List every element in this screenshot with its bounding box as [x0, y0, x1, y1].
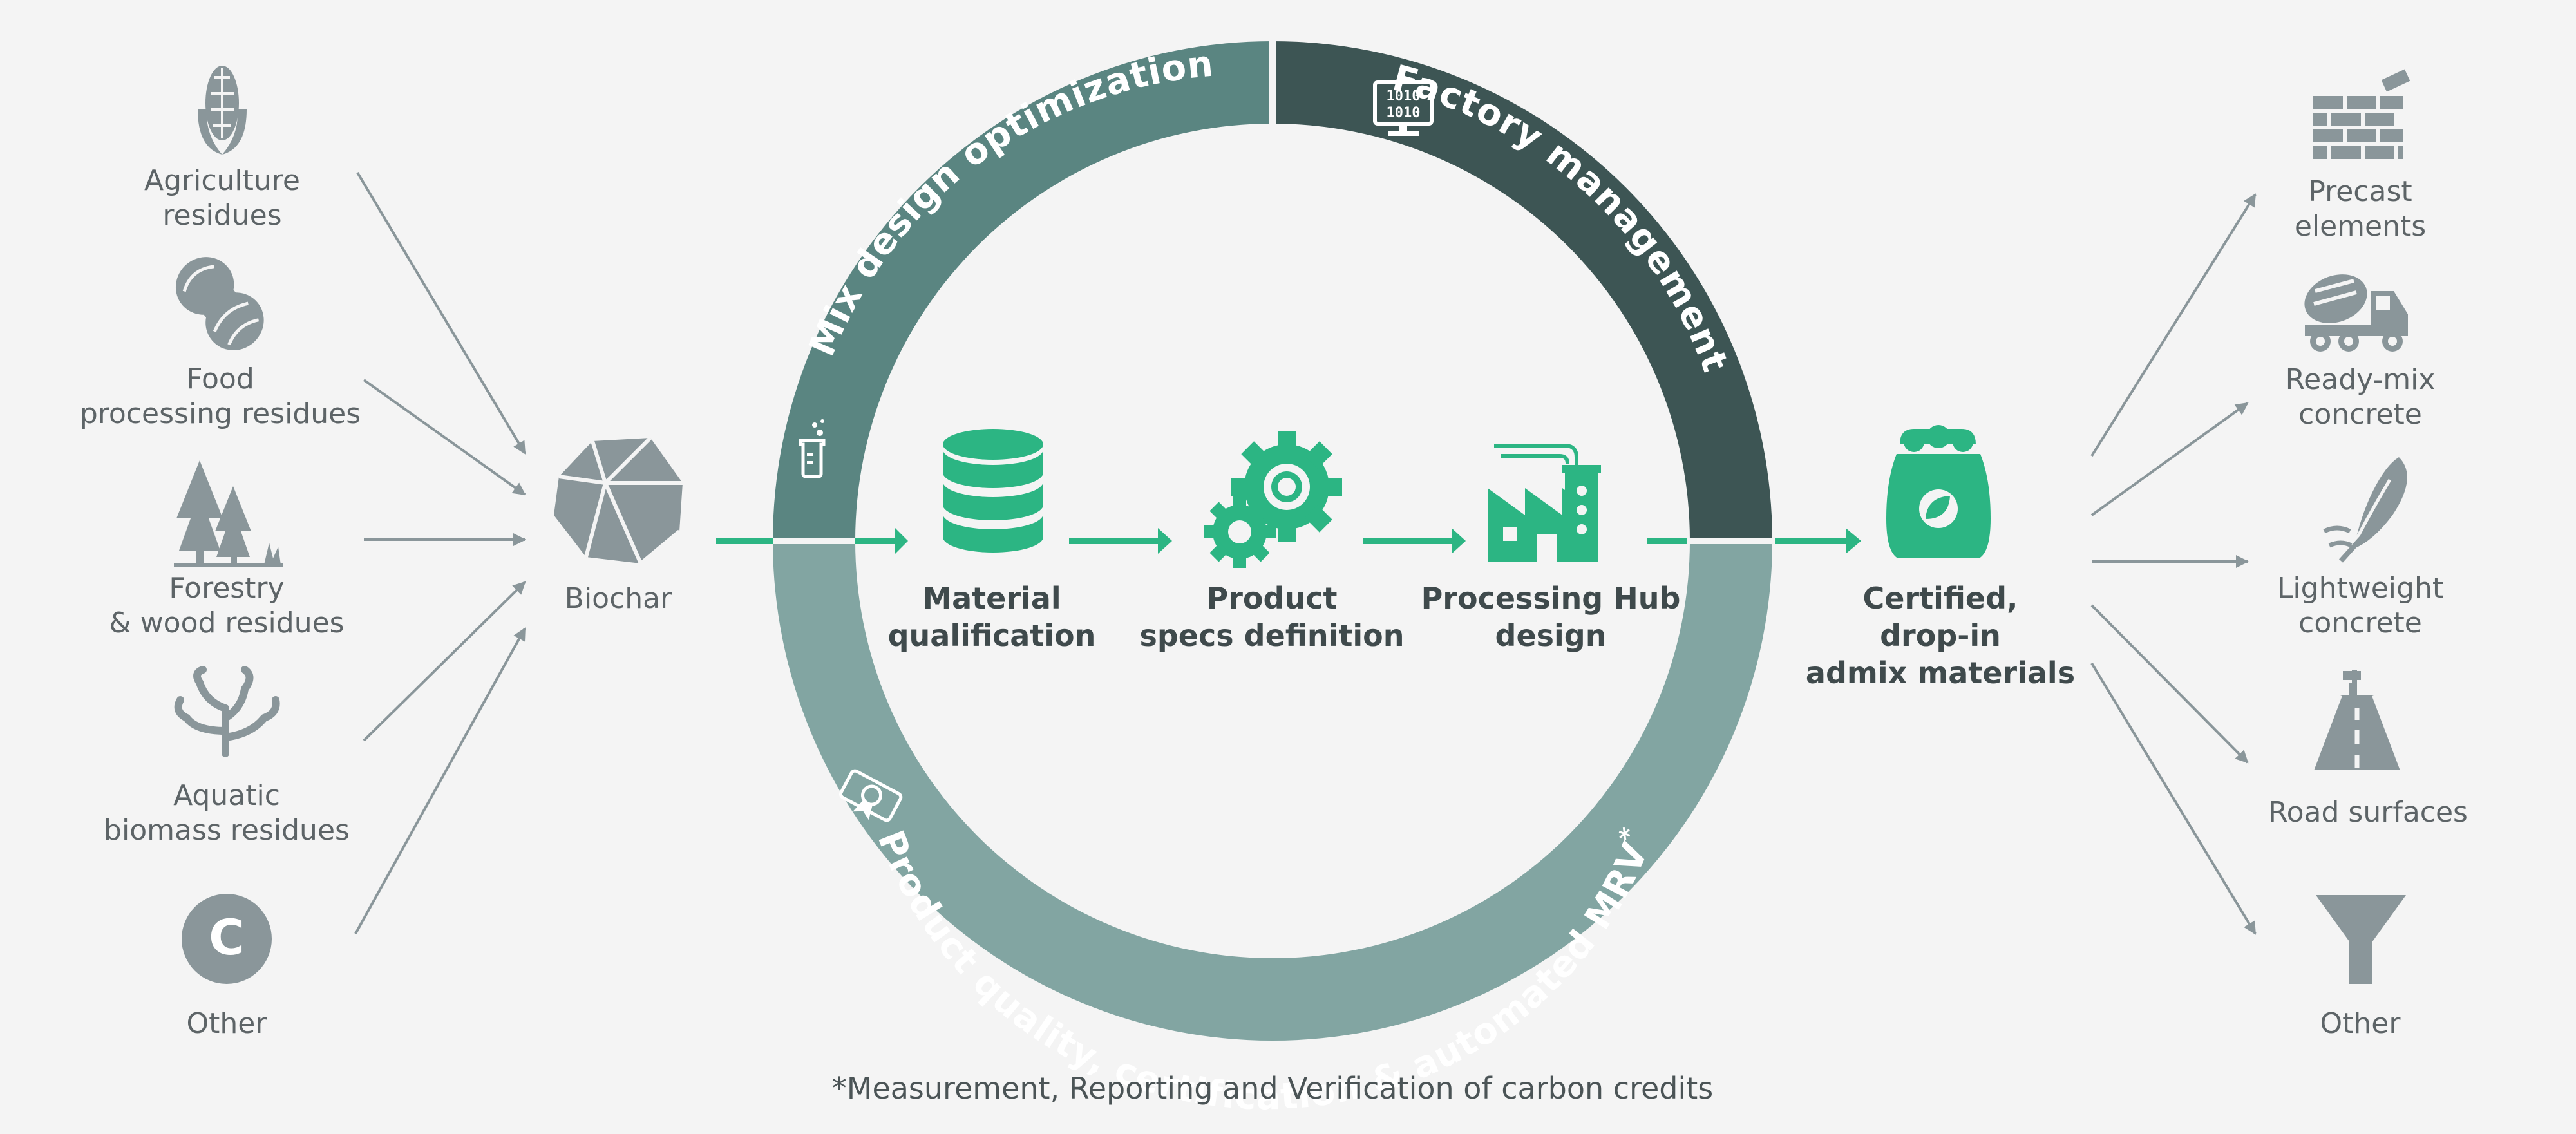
svg-text:C: C — [209, 909, 245, 966]
arrow-to-road — [2090, 604, 2249, 764]
ring-bottom-segment — [773, 541, 1772, 1041]
peanut-icon — [175, 257, 264, 350]
app-label-other: Other — [2320, 1007, 2401, 1040]
feather-icon — [2323, 457, 2407, 563]
flow-segment-output — [1775, 538, 1848, 544]
arrow-to-ready-mix — [2090, 402, 2249, 516]
biochar-rock-icon — [554, 436, 683, 565]
admix-bag-icon — [1886, 425, 1991, 558]
flow-segment-2 — [1069, 538, 1159, 544]
carbon-circle-icon: C — [182, 894, 272, 984]
svg-text:1010: 1010 — [1387, 88, 1421, 104]
gears-icon — [1204, 431, 1342, 568]
arrow-to-precast — [2090, 193, 2257, 457]
input-label-other: Other — [187, 1007, 268, 1040]
input-arrows — [354, 171, 526, 934]
mixer-truck-icon — [2304, 274, 2408, 352]
arrow-other-to-biochar — [354, 627, 526, 934]
funnel-icon — [2316, 895, 2406, 984]
database-icon — [943, 429, 1043, 553]
certificate-icon — [839, 769, 903, 822]
bricks-icon — [2313, 69, 2410, 159]
svg-text:1010: 1010 — [1387, 105, 1421, 121]
factory-icon — [1488, 444, 1601, 562]
trees-icon — [174, 460, 283, 567]
corn-icon — [198, 66, 247, 155]
flow-segment-biochar — [716, 538, 773, 544]
arrow-agriculture-to-biochar — [356, 171, 526, 455]
applications — [2304, 69, 2410, 984]
app-label-road: Road surfaces — [2268, 796, 2468, 829]
input-label-forestry: Forestry& wood residues — [109, 572, 344, 639]
arrow-aquatic-to-biochar — [363, 581, 526, 742]
arrow-to-other — [2090, 662, 2257, 935]
ring-top-left-segment — [773, 41, 1273, 541]
flow-arrowhead-1 — [895, 528, 908, 554]
seaweed-icon — [174, 666, 280, 757]
ring-top-right-segment — [1273, 41, 1772, 541]
flow-segment-4 — [1647, 538, 1687, 544]
beaker-icon — [799, 419, 826, 478]
biochar-label: Biochar — [565, 582, 672, 615]
road-icon — [2310, 670, 2404, 771]
monitor-icon: 1010 1010 — [1373, 80, 1434, 136]
flow-segment-3 — [1363, 538, 1453, 544]
process-ring: Mix design optimization Factory manageme… — [770, 39, 1775, 1118]
process-flow-arrows — [716, 528, 1861, 554]
input-sources: C — [174, 66, 283, 984]
arrow-food-to-biochar — [363, 379, 526, 496]
footnote: *Measurement, Reporting and Verification… — [832, 1071, 1713, 1106]
output-arrows — [2090, 193, 2257, 935]
